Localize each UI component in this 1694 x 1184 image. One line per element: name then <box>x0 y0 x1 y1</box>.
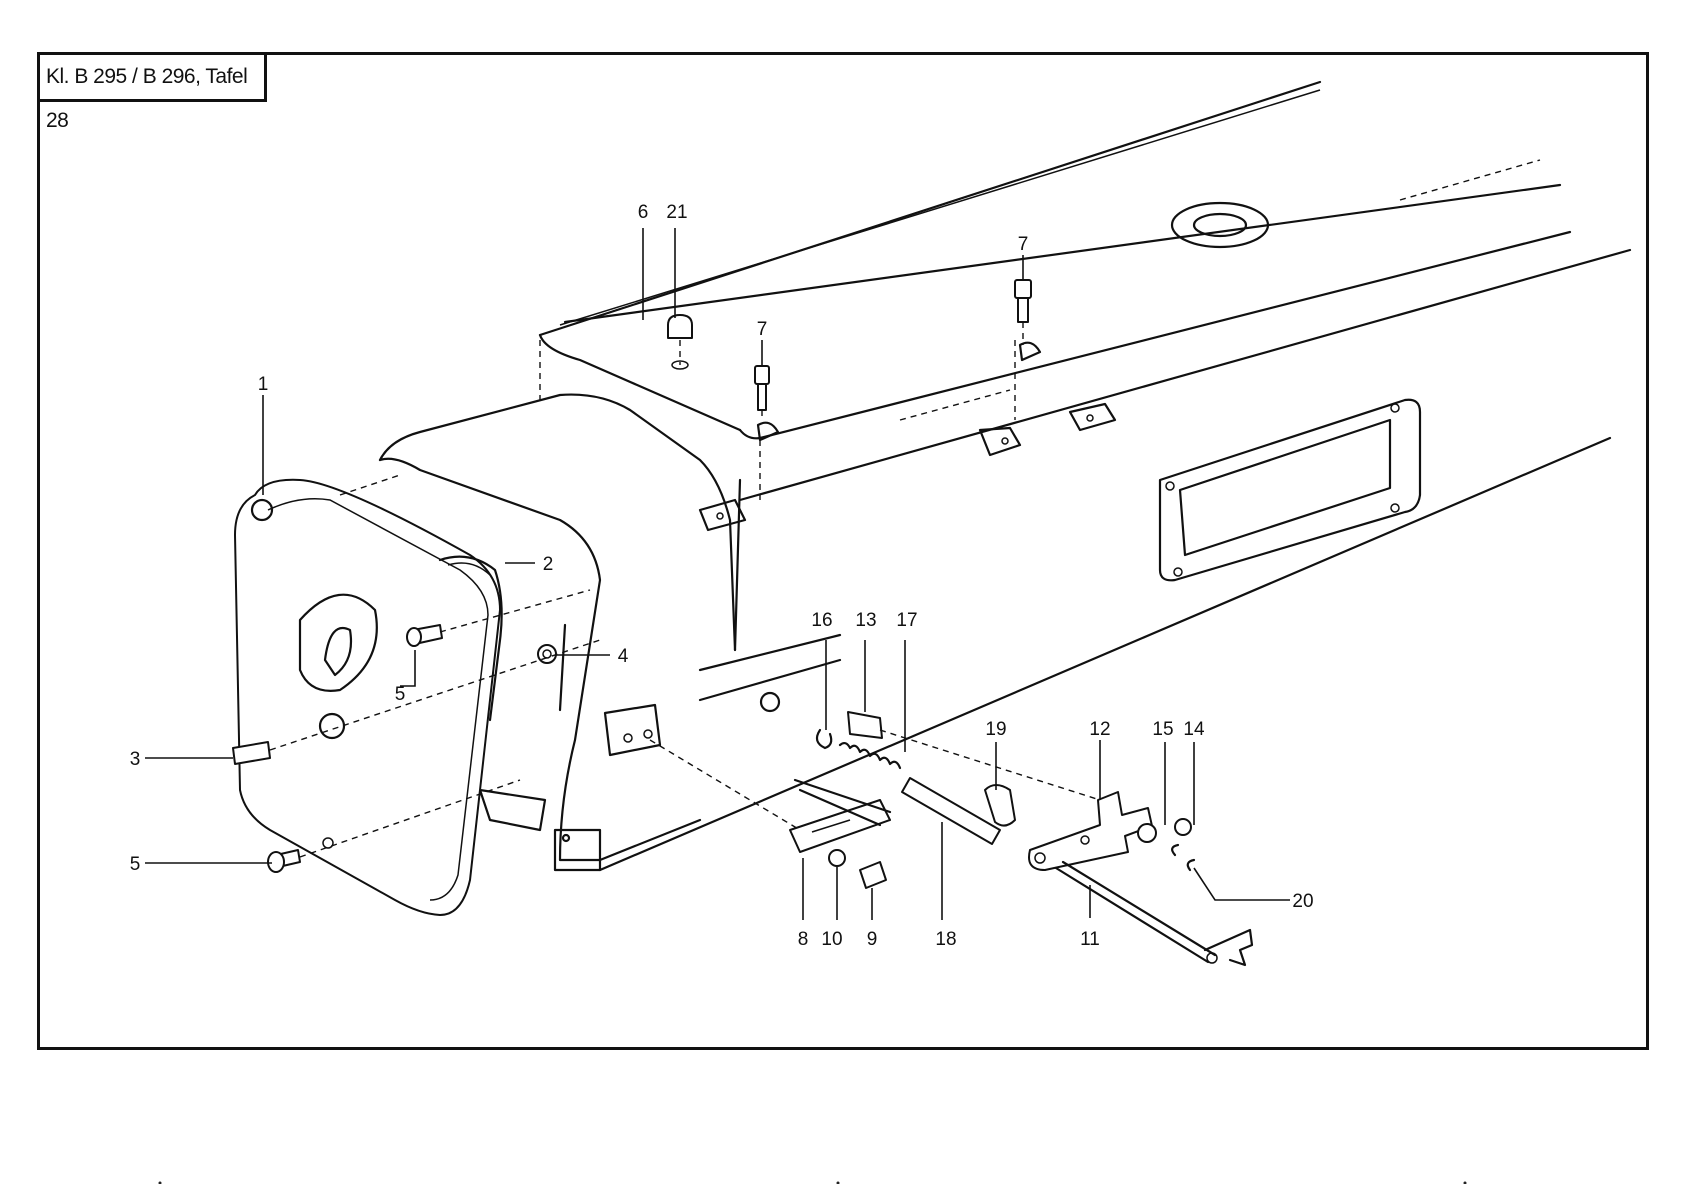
callout-9: 9 <box>867 929 878 950</box>
callout-20: 20 <box>1292 891 1313 912</box>
callout-5-upper: 5 <box>395 684 406 705</box>
callout-10: 10 <box>821 929 842 950</box>
callout-7-left: 7 <box>757 319 768 340</box>
callout-21: 21 <box>666 202 687 223</box>
callout-3: 3 <box>130 749 141 770</box>
callout-14: 14 <box>1183 719 1205 740</box>
callout-1: 1 <box>258 374 269 395</box>
callout-15: 15 <box>1152 719 1173 740</box>
callout-6: 6 <box>638 202 649 223</box>
callout-7-right: 7 <box>1018 234 1029 255</box>
callout-13: 13 <box>855 610 876 631</box>
callout-12: 12 <box>1089 719 1110 740</box>
machine-arm <box>380 82 1630 870</box>
callout-5-lower: 5 <box>130 854 141 875</box>
callout-8: 8 <box>798 929 809 950</box>
callout-2: 2 <box>543 554 554 575</box>
callout-19: 19 <box>985 719 1006 740</box>
callout-18: 18 <box>935 929 956 950</box>
callout-11: 11 <box>1080 929 1100 950</box>
callout-17: 17 <box>896 610 917 631</box>
callout-16: 16 <box>811 610 832 631</box>
callout-4: 4 <box>618 646 629 667</box>
part-1-belt-cover <box>235 480 500 915</box>
